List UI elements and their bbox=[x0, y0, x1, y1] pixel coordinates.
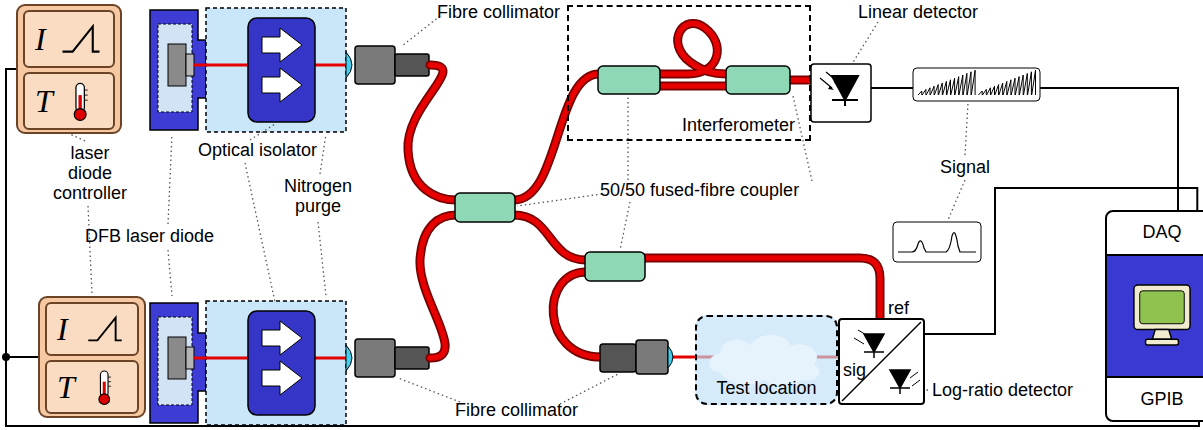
part-label: DFB laser diode bbox=[85, 226, 214, 246]
drawing bbox=[108, 377, 111, 386]
monitor-icon bbox=[1107, 256, 1203, 376]
drawing bbox=[63, 26, 100, 51]
junction-dot bbox=[2, 353, 10, 361]
port-label: ref bbox=[888, 298, 909, 319]
drawing bbox=[88, 318, 121, 341]
controller-box: IT bbox=[38, 296, 146, 418]
part-label: Log-ratio detector bbox=[932, 380, 1073, 400]
ramp-icon bbox=[79, 310, 131, 348]
group-label: Interferometer bbox=[682, 115, 795, 136]
temperature-panel: T bbox=[45, 360, 139, 414]
gpib-label: GPIB bbox=[1107, 389, 1203, 410]
signal-wire bbox=[6, 69, 1203, 426]
part-label: Linear detector bbox=[858, 2, 978, 22]
log-ratio-detector: refsig bbox=[838, 318, 925, 405]
computer-body bbox=[1107, 254, 1203, 378]
controller-box: IT bbox=[16, 4, 122, 134]
signal-wire bbox=[6, 357, 1203, 426]
location-label: Test location bbox=[697, 378, 836, 399]
part-label: laser diode controller bbox=[52, 143, 128, 203]
drawing bbox=[1140, 291, 1185, 324]
drawing bbox=[890, 370, 910, 394]
drawing bbox=[1134, 285, 1190, 330]
drawing bbox=[854, 330, 868, 344]
drawing bbox=[864, 334, 884, 358]
panel-symbol: T bbox=[35, 83, 53, 120]
interferometer-box: Interferometer bbox=[567, 5, 811, 141]
drawing bbox=[84, 90, 87, 100]
panel-symbol: I bbox=[57, 311, 68, 348]
drawing bbox=[910, 372, 920, 386]
panel-symbol: I bbox=[35, 21, 46, 58]
panel-symbol: T bbox=[57, 369, 75, 406]
part-label: Nitrogen purge bbox=[268, 176, 368, 216]
drawing bbox=[842, 322, 921, 401]
drawing bbox=[74, 109, 86, 121]
drawing bbox=[99, 394, 110, 405]
computer-box: DAQ GPIB bbox=[1105, 210, 1203, 422]
current-panel: I bbox=[23, 10, 115, 68]
thermometer-icon bbox=[55, 80, 107, 122]
ramp-icon bbox=[55, 18, 107, 60]
part-label: Fibre collimator bbox=[437, 2, 560, 22]
daq-label: DAQ bbox=[1107, 222, 1203, 243]
part-label: Signal bbox=[940, 157, 990, 177]
part-label: Fibre collimator bbox=[455, 400, 578, 420]
thermometer-icon bbox=[79, 368, 131, 406]
drawing bbox=[1152, 330, 1171, 340]
temperature-panel: T bbox=[23, 72, 115, 130]
part-label: Optical isolator bbox=[198, 140, 317, 160]
current-panel: I bbox=[45, 302, 139, 356]
part-label: 50/50 fused-fibre coupler bbox=[600, 180, 799, 200]
port-label: sig bbox=[843, 360, 866, 381]
drawing bbox=[1146, 339, 1179, 345]
test-region: Test location bbox=[695, 315, 838, 405]
